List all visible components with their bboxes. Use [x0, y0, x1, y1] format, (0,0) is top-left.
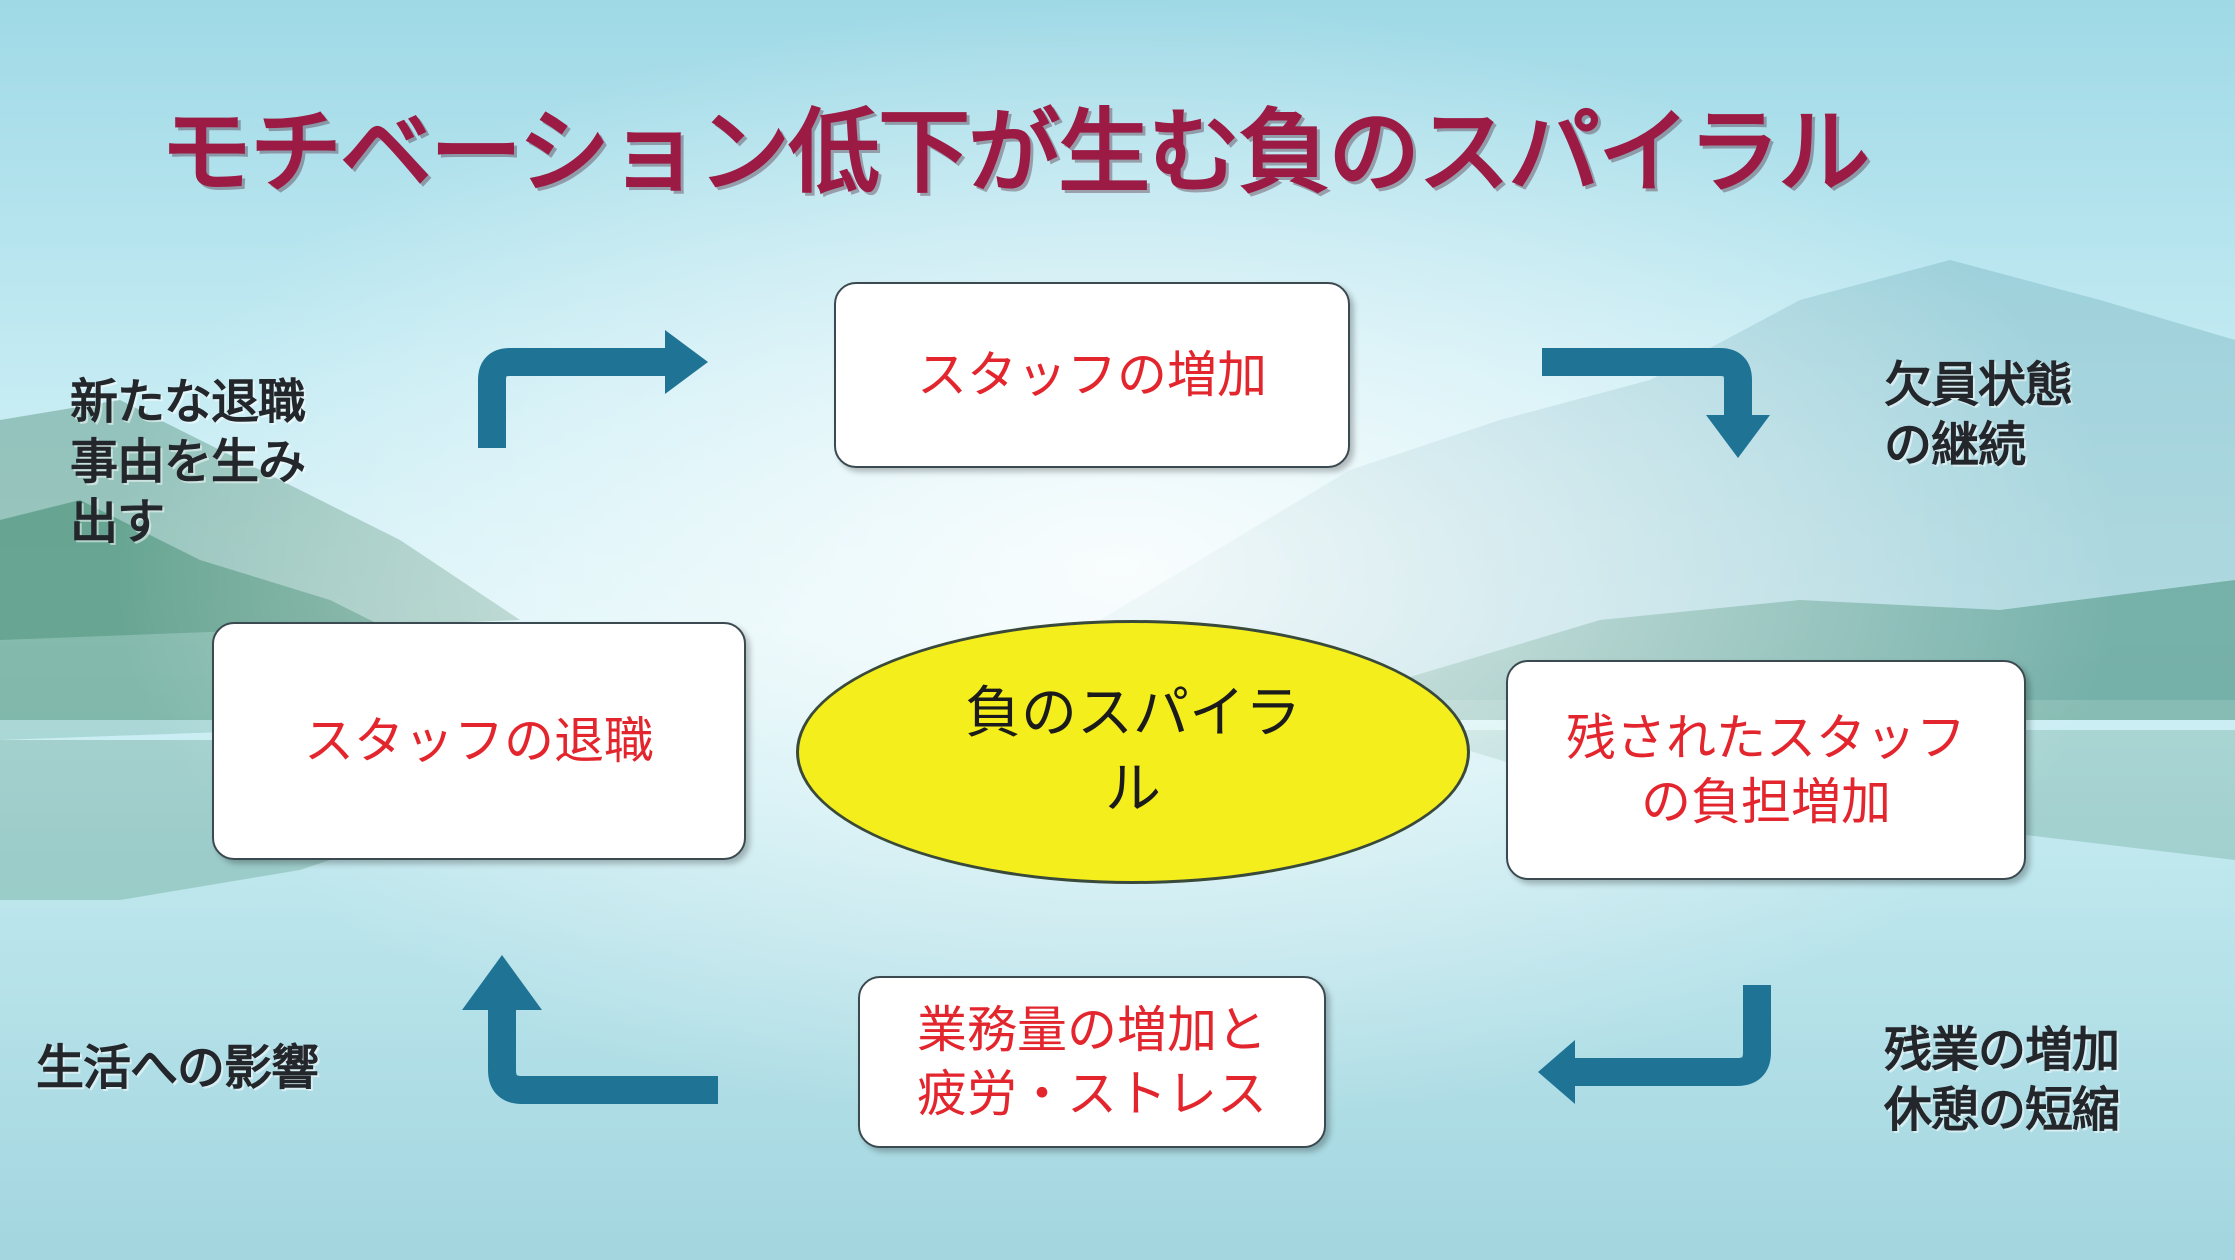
label-overtime-breaks-line2: 休憩の短縮 — [1884, 1082, 2120, 1138]
label-new-retirement-causes-line2: 事由を生み — [70, 434, 306, 490]
label-overtime-breaks-line1: 残業の増加 — [1884, 1022, 2120, 1078]
arrow-top-right-head — [1706, 415, 1770, 458]
arrow-bottom-left-head — [462, 955, 542, 1010]
box-staff-retirement-label: スタッフの退職 — [304, 712, 654, 770]
label-vacancy-continues-line2: の継続 — [1884, 417, 2026, 473]
box-remaining-staff-burden: 残されたスタッフ の負担増加 — [1506, 660, 2026, 880]
arrow-bottom-left — [488, 1010, 718, 1104]
label-vacancy-continues-line1: 欠員状態 — [1884, 357, 2073, 413]
label-new-retirement-causes-line1: 新たな退職 — [70, 374, 306, 430]
box-staff-increase-label: スタッフの増加 — [917, 346, 1267, 404]
box-staff-increase: スタッフの増加 — [834, 282, 1350, 468]
negative-spiral-ellipse: 負のスパイラ ル — [796, 620, 1470, 884]
label-new-retirement-causes: 新たな退職 事由を生み 出す — [70, 372, 306, 552]
arrow-top-right — [1542, 348, 1752, 415]
label-vacancy-continues: 欠員状態 の継続 — [1884, 355, 2073, 475]
box-workload-fatigue-line2: 疲労・ストレス — [917, 1065, 1267, 1123]
arrow-bottom-right-head — [1538, 1040, 1575, 1104]
label-new-retirement-causes-line3: 出す — [70, 494, 165, 550]
arrow-top-left-head — [665, 330, 708, 394]
arrow-top-left — [478, 348, 665, 448]
box-remaining-staff-burden-line2: の負担増加 — [1641, 773, 1891, 831]
label-overtime-breaks: 残業の増加 休憩の短縮 — [1884, 1020, 2120, 1140]
diagram-title: モチベーション低下が生む負のスパイラル — [160, 99, 1870, 206]
arrow-bottom-right — [1575, 985, 1771, 1086]
box-staff-retirement: スタッフの退職 — [212, 622, 746, 860]
label-impact-on-life: 生活への影響 — [36, 1038, 319, 1098]
box-workload-fatigue: 業務量の増加と 疲労・ストレス — [858, 976, 1326, 1148]
box-remaining-staff-burden-line1: 残されたスタッフ — [1566, 709, 1966, 767]
ellipse-label-line2: ル — [1105, 757, 1161, 822]
ellipse-label-line1: 負のスパイラ — [965, 681, 1301, 746]
label-impact-on-life-text: 生活への影響 — [36, 1040, 319, 1096]
box-workload-fatigue-line1: 業務量の増加と — [917, 1001, 1267, 1059]
